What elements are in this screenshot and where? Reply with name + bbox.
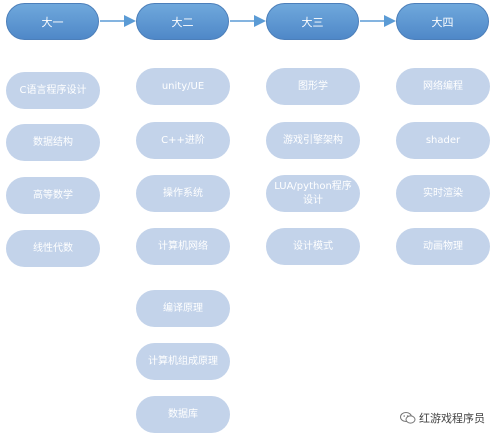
column-header-year2: 大二: [136, 3, 229, 40]
course-item: 图形学: [266, 68, 360, 105]
watermark: 红游戏程序员: [400, 410, 485, 426]
course-item: 设计模式: [266, 228, 360, 265]
course-item: 网络编程: [396, 68, 490, 105]
course-item: LUA/python程序设计: [266, 175, 360, 212]
course-item: C语言程序设计: [6, 72, 100, 109]
wechat-icon: [400, 412, 416, 424]
course-item: shader: [396, 122, 490, 159]
course-item: 数据结构: [6, 124, 100, 161]
course-item: 数据库: [136, 396, 230, 433]
column-header-year3: 大三: [266, 3, 359, 40]
course-item: C++进阶: [136, 122, 230, 159]
column-header-year4: 大四: [396, 3, 489, 40]
course-item: 线性代数: [6, 230, 100, 267]
course-item: 计算机组成原理: [136, 343, 230, 380]
course-item: 操作系统: [136, 175, 230, 212]
watermark-text: 红游戏程序员: [419, 412, 485, 425]
course-item: unity/UE: [136, 68, 230, 105]
course-item: 编译原理: [136, 290, 230, 327]
course-item: 高等数学: [6, 177, 100, 214]
column-header-year1: 大一: [6, 3, 99, 40]
course-item: 计算机网络: [136, 228, 230, 265]
course-item: 实时渲染: [396, 175, 490, 212]
course-item: 游戏引擎架构: [266, 122, 360, 159]
course-item: 动画物理: [396, 228, 490, 265]
